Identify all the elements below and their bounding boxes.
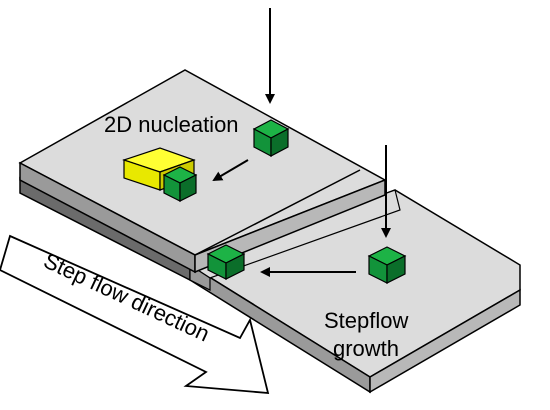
adatom-island-attached	[162, 166, 198, 202]
adatom-upper-terrace	[252, 119, 290, 157]
nucleation-label: 2D nucleation	[104, 112, 239, 137]
lower-terrace	[19, 177, 521, 394]
diffusion-arrow-upper	[212, 159, 249, 182]
lower-terrace-right	[369, 288, 521, 394]
upper-terrace-step-edge	[194, 169, 361, 256]
stepflow-label-line1: Stepflow	[324, 308, 408, 333]
adatom-lower-terrace	[367, 246, 407, 284]
adatom-step-edge	[206, 244, 246, 280]
step-flow-direction-arrow	[0, 234, 270, 395]
stepflow-label-line2: growth	[333, 336, 399, 361]
